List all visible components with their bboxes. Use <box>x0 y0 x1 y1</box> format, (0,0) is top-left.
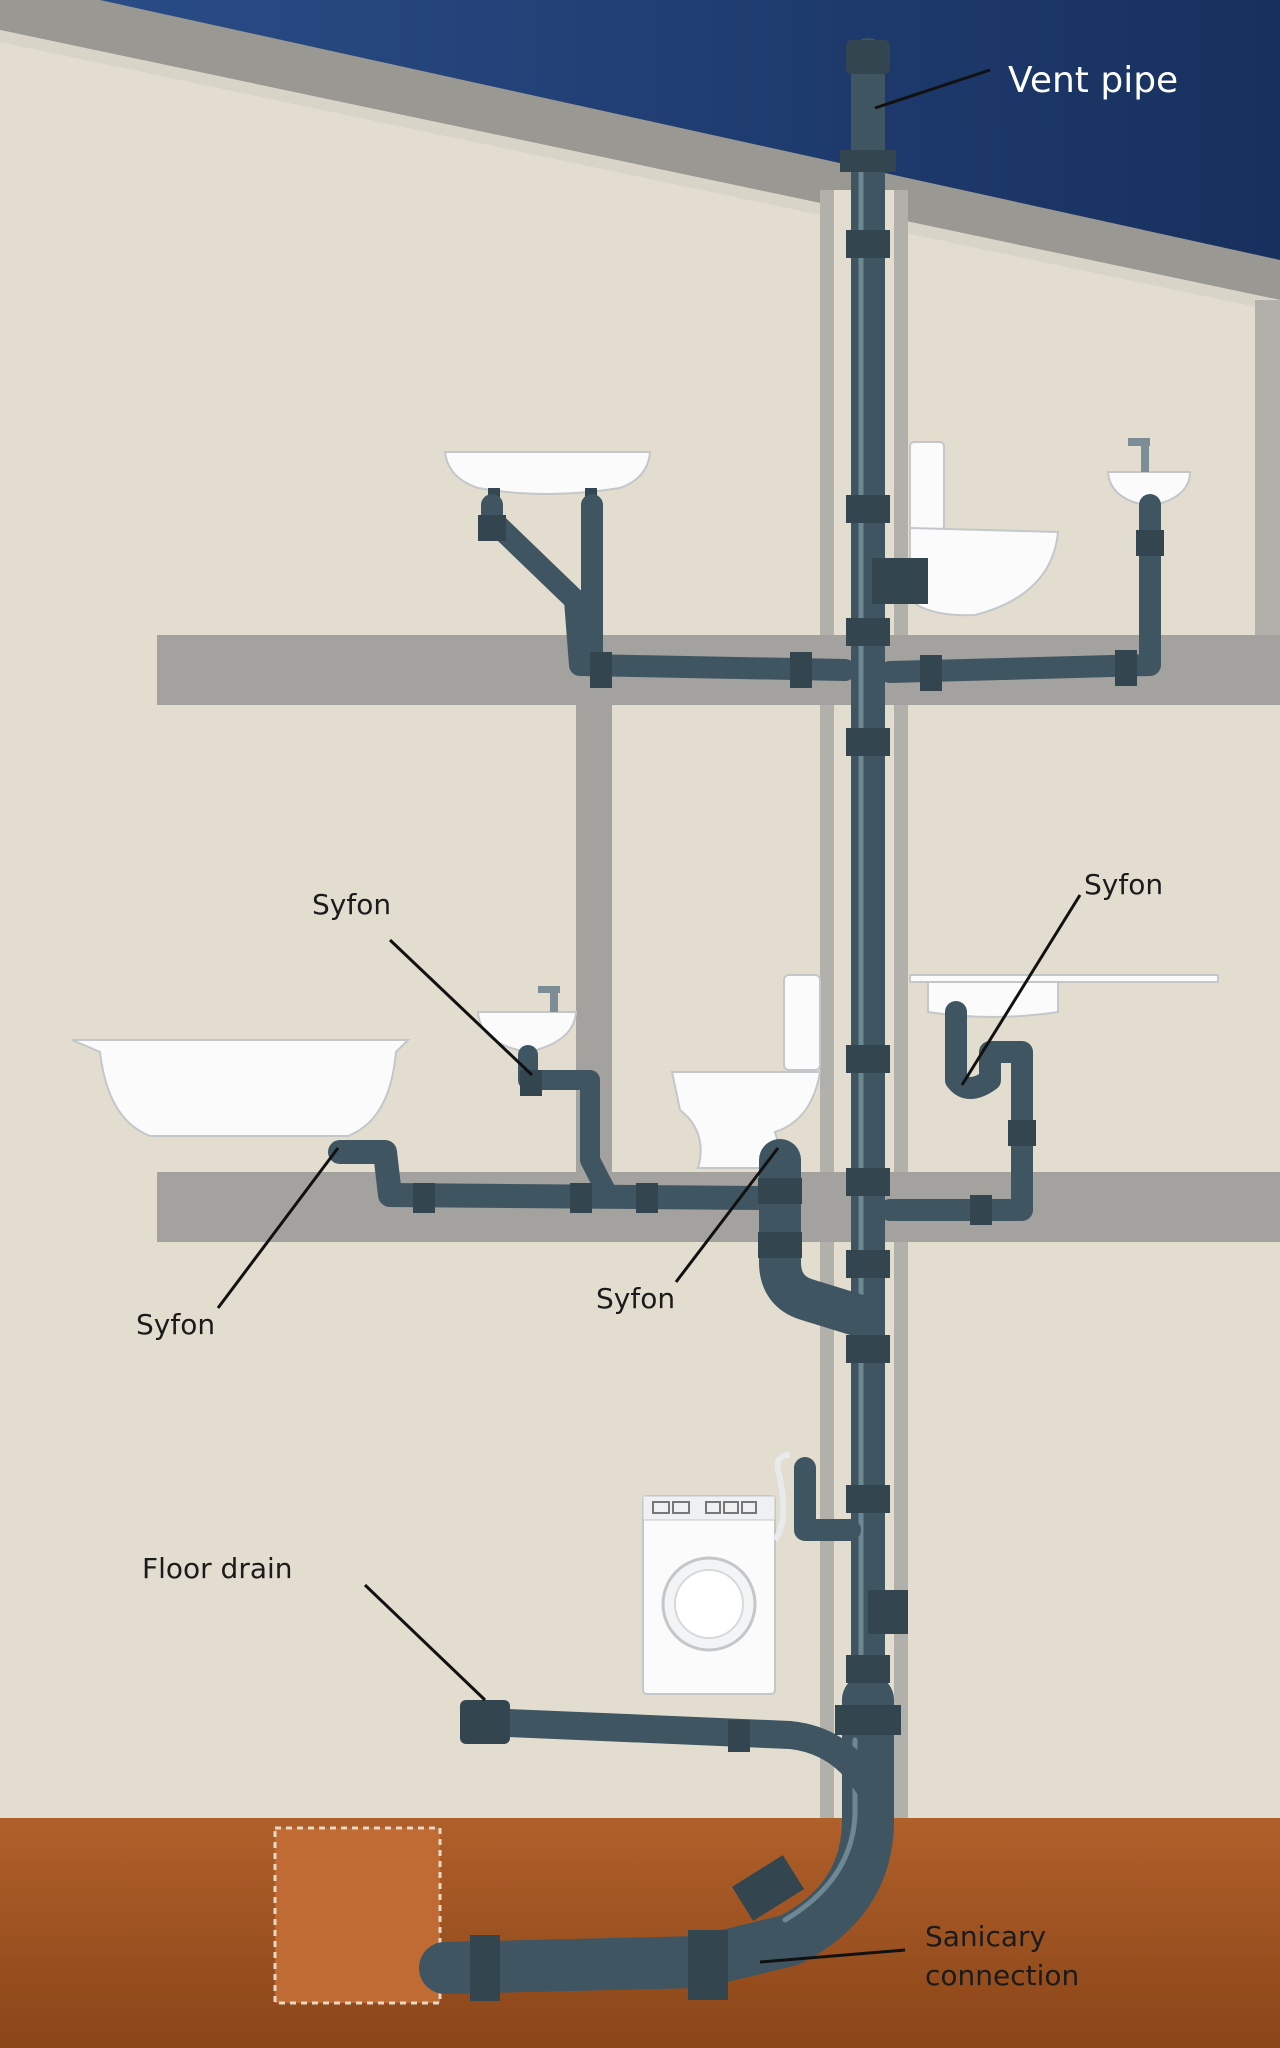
leader-vent-pipe <box>874 68 991 110</box>
upper-right-washbasin <box>1106 438 1192 508</box>
leader-floor-drain <box>363 1583 487 1702</box>
label-floor-drain: Floor drain <box>142 1552 293 1585</box>
label-vent-pipe: Vent pipe <box>1008 60 1178 101</box>
leader-syfon-bath <box>216 1147 340 1309</box>
label-sanitary-line1: Sanicary <box>925 1920 1046 1953</box>
leader-syfon-right <box>960 894 1082 1086</box>
label-syfon-bath: Syfon <box>136 1308 215 1341</box>
label-syfon-toilet: Syfon <box>596 1282 675 1315</box>
middle-floor-toilet <box>670 974 822 1169</box>
leader-sanitary-connection <box>759 1948 906 1964</box>
upper-left-washbasin <box>443 451 652 504</box>
wall-column-upper-right <box>1255 300 1280 640</box>
roof-edge-light <box>0 30 1280 312</box>
upper-wall-toilet <box>909 441 1060 617</box>
roof-edge <box>0 0 1280 300</box>
ground <box>0 1818 1280 2048</box>
leader-syfon-upper-left <box>388 938 534 1077</box>
pipe-network <box>328 38 1164 2001</box>
washing-machine <box>642 1452 791 1695</box>
label-syfon-right: Syfon <box>1084 868 1163 901</box>
label-syfon-upper-left: Syfon <box>312 888 391 921</box>
leader-syfon-toilet <box>674 1147 780 1283</box>
label-sanitary-line2: connection <box>925 1959 1079 1992</box>
bathtub <box>71 1039 411 1137</box>
ground-trench <box>273 1826 442 2005</box>
